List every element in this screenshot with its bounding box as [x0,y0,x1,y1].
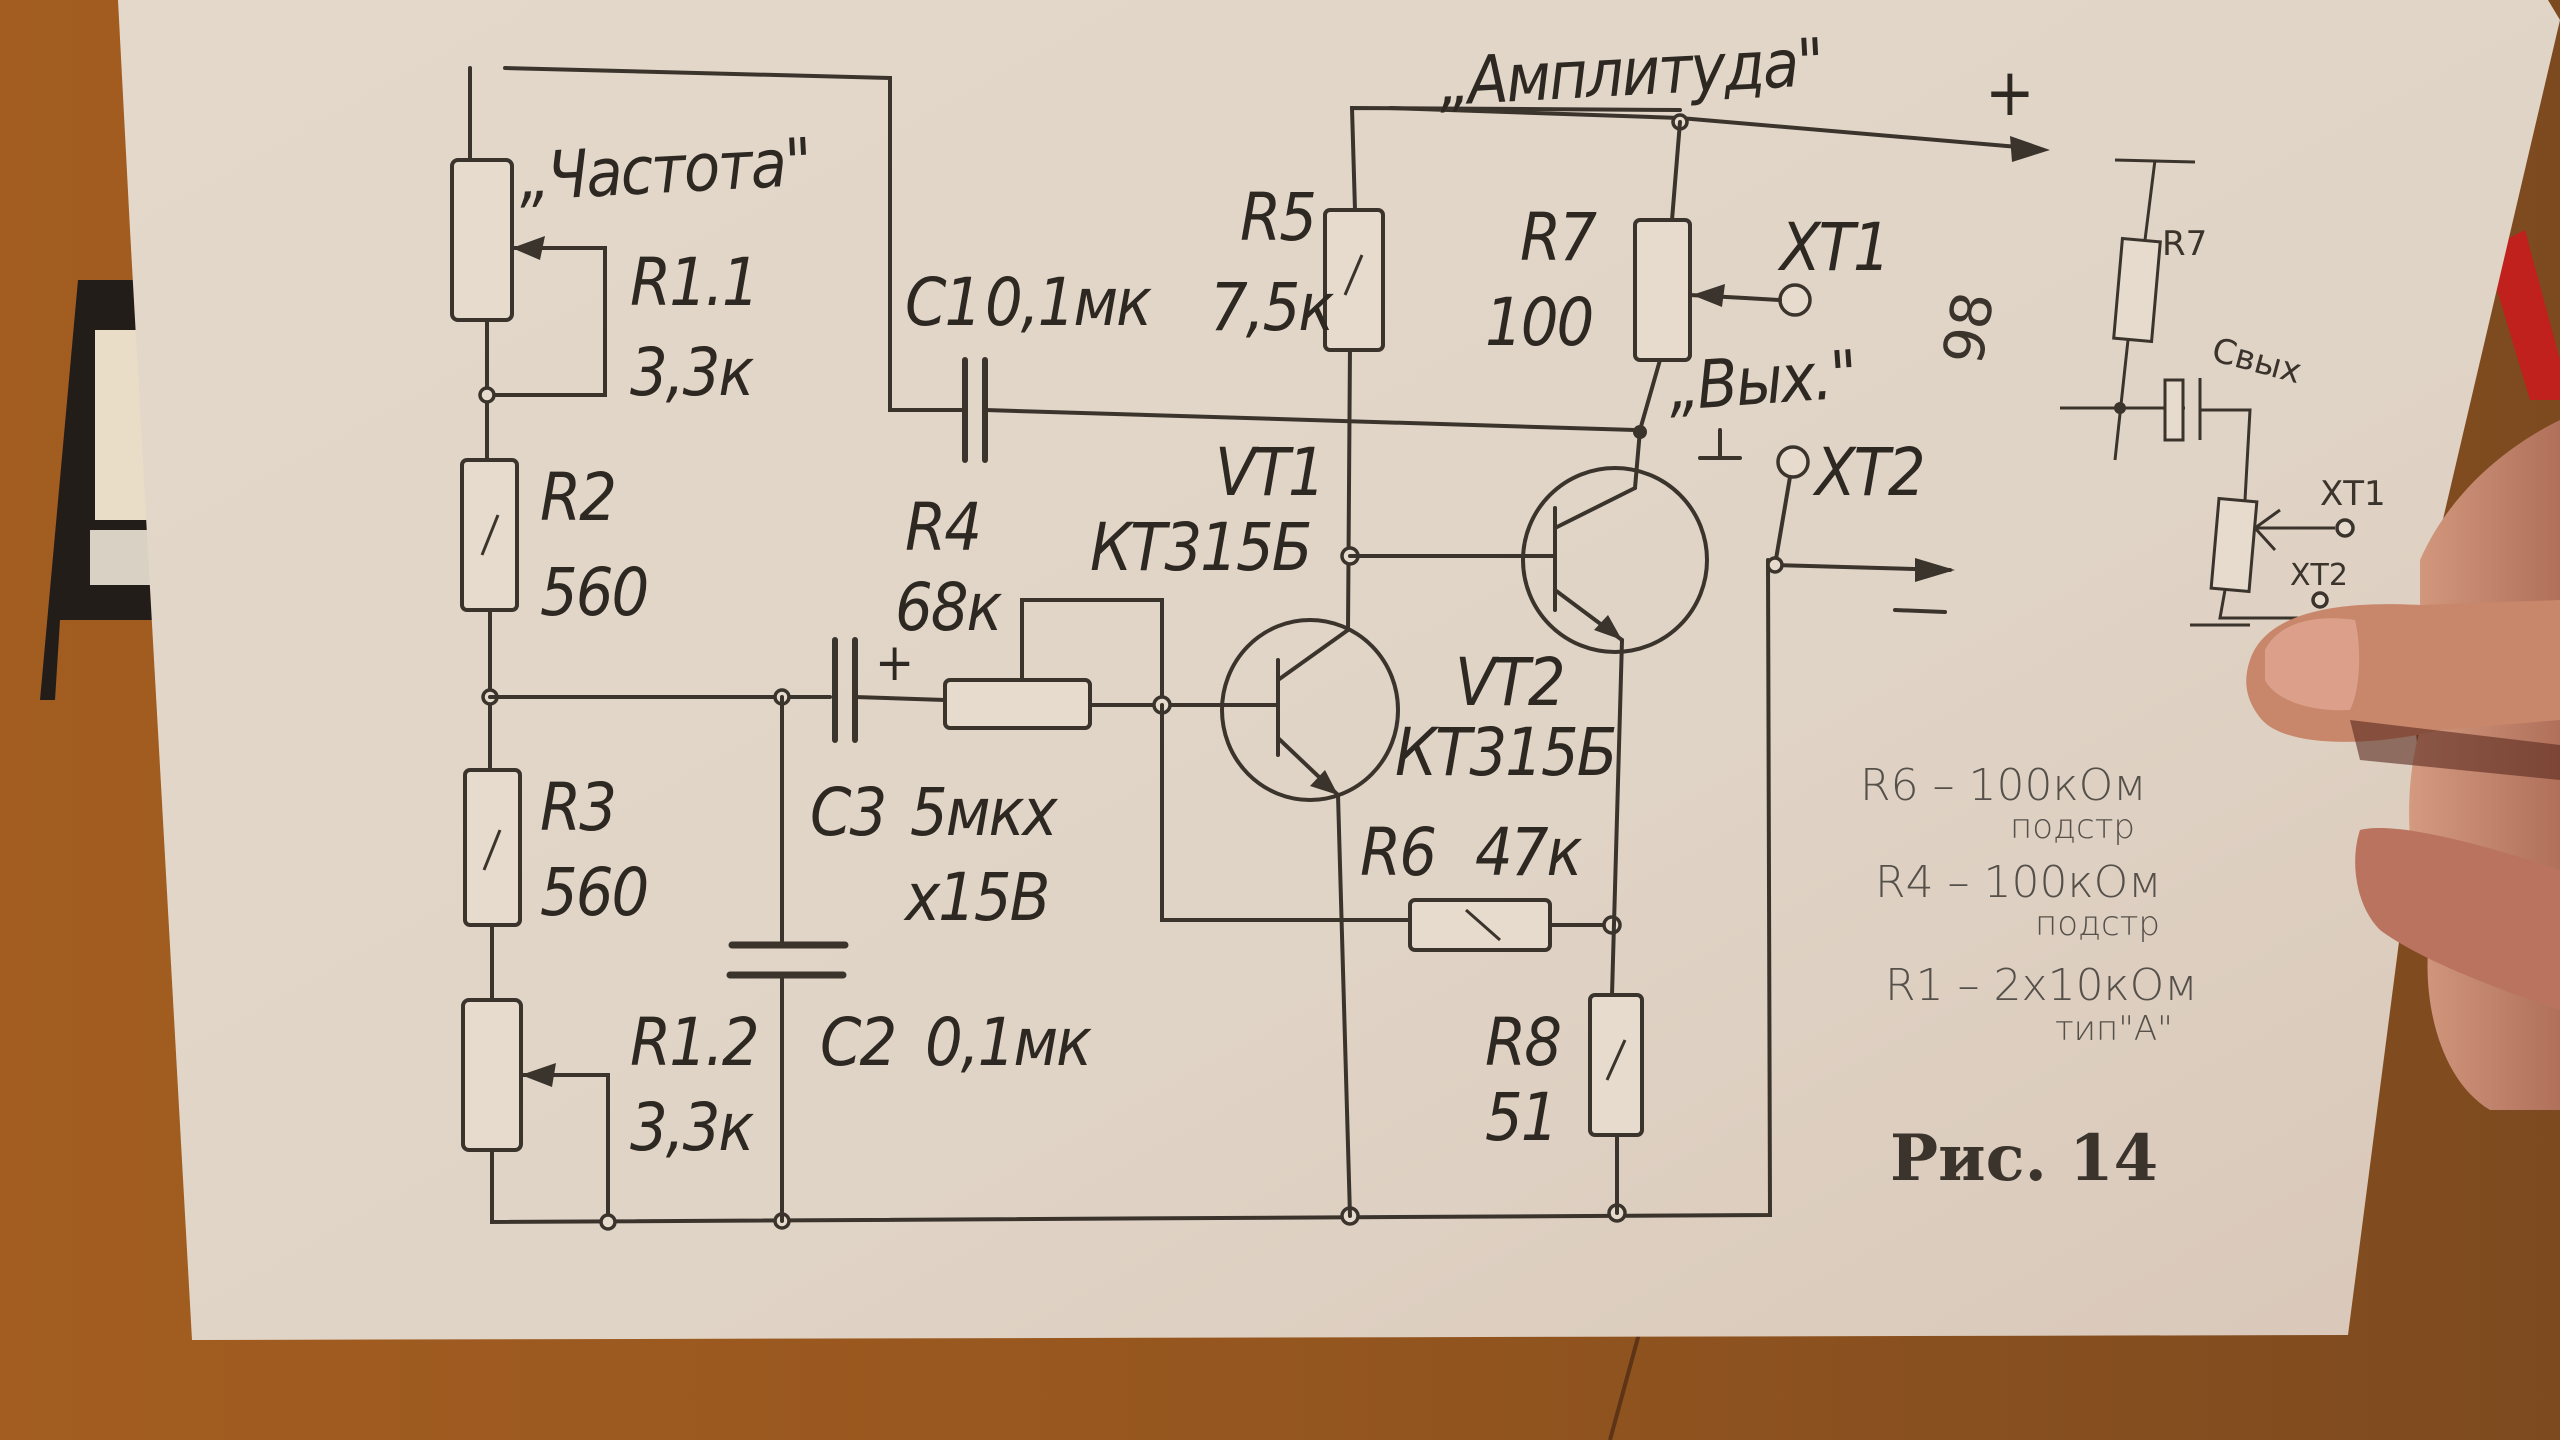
resistor-r5 [1323,208,1385,352]
wiper-arrow-r1-1 [512,236,545,260]
ground-symbol [1698,428,1742,460]
label-plus: + [1985,54,2033,131]
resistor-r6 [1408,898,1552,952]
node [599,1213,617,1231]
r5-value: 7,5к [1210,269,1334,346]
vt2-type: КТ315Б [1395,714,1615,791]
transistor-vt1 [1220,618,1400,802]
thumbnail [2265,618,2360,711]
r8-ref: R8 [1485,1004,1560,1081]
r4-value: 68к [895,569,1003,646]
r3-value: 560 [540,854,647,931]
figure-caption: Рис. 14 [1890,1121,2158,1196]
table-seam [1608,1329,1642,1440]
sketch-capacitor [2163,378,2185,442]
note-r4-sub: подстр [2035,904,2160,944]
c2-value: 0,1мк [925,1004,1092,1081]
r6-ref: R6 [1360,814,1435,891]
xt1-label: ХТ1 [1777,209,1889,286]
transistor-vt2 [1503,466,1709,654]
finger [2355,828,2560,1010]
note-r6-sub: подстр [2010,807,2135,847]
c3-value: 5мкх [910,774,1058,851]
note-r6: R6 – 100кОм [1860,760,2146,811]
sketch-potentiometer [2209,496,2259,594]
arrow-plus-terminal [2010,136,2050,162]
sketch-resistor-r7 [2112,236,2162,344]
resistor-r7 [1633,218,1692,362]
c1-ref: C1 [905,264,980,341]
sketch-xt2-terminal [2311,591,2329,609]
r5-ref: R5 [1240,179,1315,256]
resistor-r1-2 [461,998,523,1152]
vt2-ref: VT2 [1455,644,1564,721]
node [1633,425,1647,439]
c3-ref: C3 [810,774,885,851]
r3-ref: R3 [540,769,615,846]
label-frequency: „Частота" [517,124,812,216]
vt1-ref: VT1 [1215,434,1324,511]
resistor-r4 [943,678,1092,730]
r2-ref: R2 [540,459,615,536]
c2-ref: C2 [820,1004,895,1081]
wiper-r1-1 [485,246,607,397]
sketch-side-note: 98 [1931,287,2007,368]
note-r1: R1 – 2х10кОм [1885,960,2198,1011]
c3-voltage: х15В [903,859,1048,936]
note-r4: R4 – 100кОм [1875,857,2161,908]
paper-sheet [118,0,2560,1340]
minus-sign [1893,608,1947,614]
resistor-r8 [1588,993,1644,1137]
red-object [2485,230,2560,400]
r1-2-value: 3,3к [630,1089,754,1166]
sketch-xt1-label: ХТ1 [2320,474,2386,514]
schematic-diagram: + [450,24,2158,1231]
vt1-type: КТ315Б [1090,509,1310,586]
r2-value: 560 [540,554,647,631]
r8-value: 51 [1485,1079,1557,1156]
r4-ref: R4 [905,489,980,566]
sketch-xt1-terminal [2335,518,2355,538]
node [2114,402,2126,414]
xt2-terminal[interactable] [1776,445,1810,479]
hand [2246,420,2560,1110]
r1-1-value: 3,3к [630,334,754,411]
node [478,386,496,404]
resistor-r1-1 [450,158,514,322]
xt2-label: ХТ2 [1812,434,1924,511]
sketch-xt2-label: ХТ2 [2290,558,2348,593]
handwritten-notes: R6 – 100кОм подстр R4 – 100кОм подстр R1… [1860,760,2198,1049]
xt1-terminal[interactable] [1778,283,1812,317]
r6-value: 47к [1475,814,1583,891]
capacitor-c2 [726,941,849,979]
sketch-r7-label: R7 [2162,224,2207,264]
node [1766,556,1784,574]
arrow-minus-terminal [1915,558,1955,582]
c1-value: 0,1мк [985,264,1152,341]
wiper-arrow-r1-2 [521,1063,556,1087]
finger-shadow [2350,720,2560,780]
r7-value: 100 [1485,284,1592,361]
c3-polarity-plus: + [875,633,912,693]
capacitor-c1 [962,357,988,463]
note-r1-sub: тип"А" [2055,1009,2173,1049]
r1-1-ref: R1.1 [630,244,758,321]
r1-2-ref: R1.2 [630,1004,758,1081]
capacitor-c3 [832,637,858,743]
r7-ref: R7 [1520,199,1597,276]
label-output: „Вых." [1666,336,1859,426]
